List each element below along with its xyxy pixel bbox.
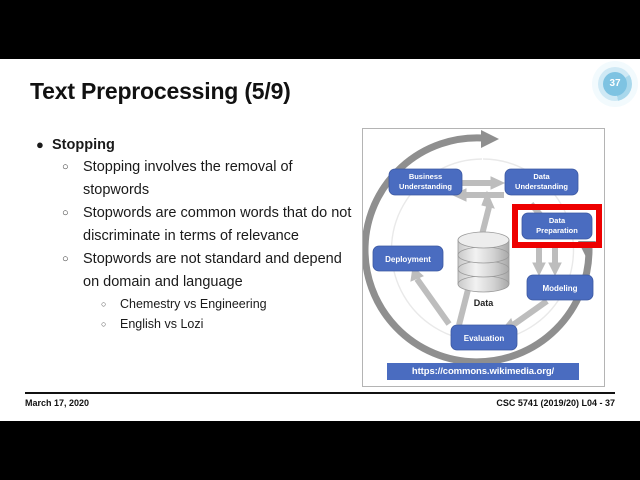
source-url-banner[interactable]: https://commons.wikimedia.org/ bbox=[387, 363, 579, 380]
bullet-marker-icon: ○ bbox=[62, 207, 69, 219]
svg-text:Evaluation: Evaluation bbox=[464, 334, 505, 343]
bullet-marker-icon: ○ bbox=[101, 319, 107, 329]
node-data-understanding[interactable]: Data Understanding bbox=[504, 168, 579, 196]
slide-progress-badge: 37 bbox=[592, 61, 638, 107]
data-preparation-highlight-box bbox=[512, 204, 602, 248]
list-item-label: Stopwords are not standard and depend on… bbox=[83, 251, 342, 290]
crisp-dm-diagram: Data Business Understanding Data Underst… bbox=[362, 128, 605, 387]
node-business-understanding[interactable]: Business Understanding bbox=[388, 168, 463, 196]
crisp-dm-svg: Data Business Understanding Data Underst… bbox=[363, 130, 602, 366]
bullet-heading: ● Stopping bbox=[30, 135, 360, 155]
data-cylinder-label: Data bbox=[474, 298, 495, 308]
bullet-list-level3: ○ Chemestry vs Engineering ○ English vs … bbox=[30, 294, 360, 334]
list-item-label: English vs Lozi bbox=[120, 317, 204, 331]
list-item: ○ Chemestry vs Engineering bbox=[96, 294, 360, 314]
letterbox-bottom bbox=[0, 421, 640, 480]
bullet-list-level2: ○ Stopping involves the removal of stopw… bbox=[30, 156, 360, 294]
page-title: Text Preprocessing (5/9) bbox=[30, 78, 291, 104]
data-cylinder-icon bbox=[457, 231, 510, 293]
slide-canvas: 37 Text Preprocessing (5/9) ● Stopping ○… bbox=[0, 59, 640, 421]
svg-text:Understanding: Understanding bbox=[399, 182, 452, 191]
list-item-label: Stopping involves the removal of stopwor… bbox=[83, 159, 293, 198]
footer-date: March 17, 2020 bbox=[25, 398, 90, 408]
svg-text:Modeling: Modeling bbox=[542, 284, 577, 293]
letterbox-top bbox=[0, 0, 640, 59]
node-data-preparation[interactable]: Data Preparation bbox=[521, 212, 593, 240]
list-item: ○ English vs Lozi bbox=[96, 314, 360, 334]
bullet-marker-icon: ● bbox=[36, 137, 44, 152]
footer-divider bbox=[25, 392, 615, 394]
node-modeling[interactable]: Modeling bbox=[526, 274, 594, 301]
bullet-marker-icon: ○ bbox=[101, 299, 107, 309]
slide-body: ● Stopping ○ Stopping involves the remov… bbox=[30, 135, 360, 334]
bullet-marker-icon: ○ bbox=[62, 161, 69, 173]
bullet-heading-label: Stopping bbox=[52, 137, 115, 153]
bullet-list-level1: ● Stopping bbox=[30, 135, 360, 155]
list-item-label: Stopwords are common words that do not d… bbox=[83, 205, 352, 244]
svg-text:Understanding: Understanding bbox=[515, 182, 568, 191]
svg-text:Data: Data bbox=[533, 172, 550, 181]
node-deployment[interactable]: Deployment bbox=[372, 245, 444, 272]
node-evaluation[interactable]: Evaluation bbox=[450, 324, 518, 351]
svg-text:Business: Business bbox=[409, 172, 442, 181]
list-item: ○ Stopwords are common words that do not… bbox=[56, 202, 360, 248]
list-item: ○ Stopwords are not standard and depend … bbox=[56, 248, 360, 294]
bullet-marker-icon: ○ bbox=[62, 253, 69, 265]
list-item: ○ Stopping involves the removal of stopw… bbox=[56, 156, 360, 202]
list-item-label: Chemestry vs Engineering bbox=[120, 297, 267, 311]
svg-text:Data: Data bbox=[549, 216, 566, 225]
badge-number: 37 bbox=[603, 72, 627, 96]
svg-text:Deployment: Deployment bbox=[385, 255, 431, 264]
footer-course: CSC 5741 (2019/20) L04 - 37 bbox=[496, 398, 615, 408]
svg-text:Preparation: Preparation bbox=[536, 226, 578, 235]
